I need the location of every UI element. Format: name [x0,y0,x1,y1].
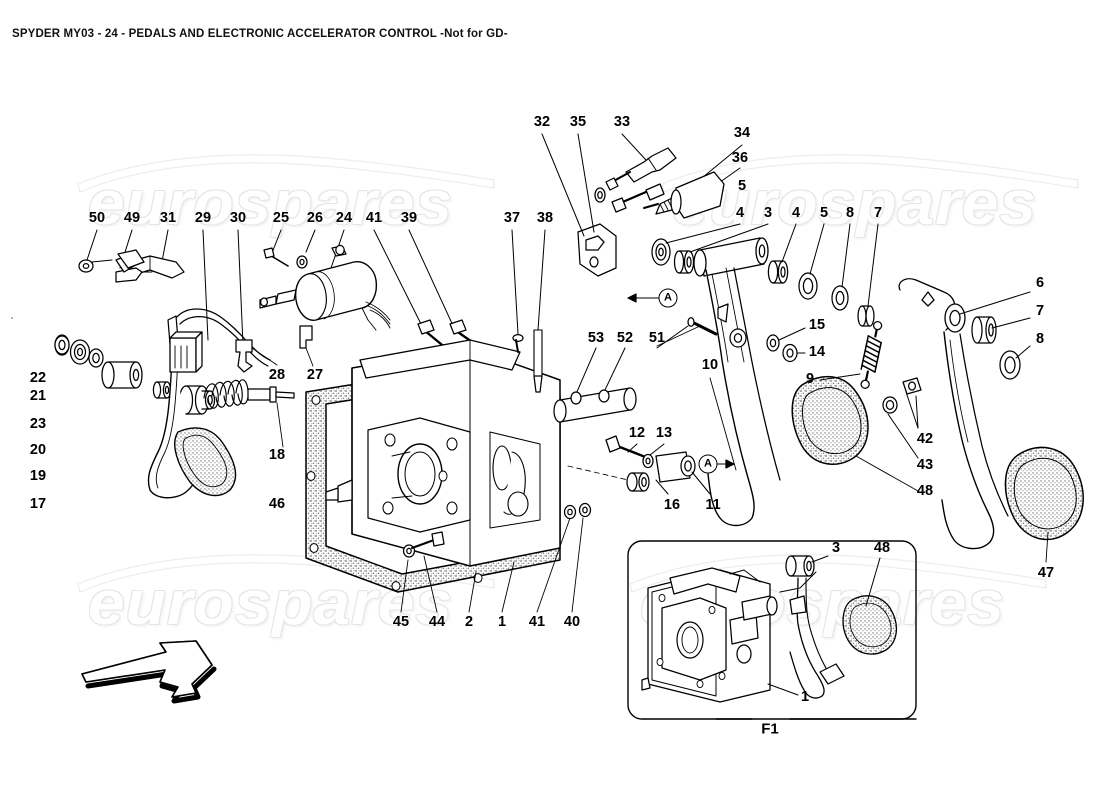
callout-number-37: 37 [503,209,521,226]
callout-number-38: 38 [536,209,554,226]
page-title: SPYDER MY03 - 24 - PEDALS AND ELECTRONIC… [12,28,508,40]
callout-number-12: 12 [628,424,646,441]
callout-number-17: 17 [29,495,47,512]
callout-number-5: 5 [737,177,747,194]
callout-number-27: 27 [306,366,324,383]
callout-number-20: 20 [29,441,47,458]
detail-marker-a: A [658,288,678,308]
callout-number-10: 10 [701,356,719,373]
callout-number-1: 1 [497,613,507,630]
detail-marker-a: A [698,454,718,474]
callout-number-14: 14 [808,343,826,360]
callout-number-21: 21 [29,387,47,404]
callout-number-30: 30 [229,209,247,226]
callout-number-18: 18 [268,446,286,463]
callout-number-22: 22 [29,369,47,386]
callout-number-2: 2 [464,613,474,630]
inset-callout-number-3: 3 [831,539,841,556]
inset-f1-label: F1 [761,720,779,738]
callout-number-41: 41 [528,613,546,630]
callout-number-45: 45 [392,613,410,630]
callout-number-53: 53 [587,329,605,346]
callout-number-50: 50 [88,209,106,226]
callout-number-13: 13 [655,424,673,441]
callout-number-25: 25 [272,209,290,226]
callout-number-39: 39 [400,209,418,226]
callout-number-8: 8 [1035,330,1045,347]
callout-number-7: 7 [873,204,883,221]
callout-number-35: 35 [569,113,587,130]
callout-number-41: 41 [365,209,383,226]
callout-number-26: 26 [306,209,324,226]
callout-number-23: 23 [29,415,47,432]
callout-number-36: 36 [731,149,749,166]
callout-number-34: 34 [733,124,751,141]
callout-number-40: 40 [563,613,581,630]
callout-number-28: 28 [268,366,286,383]
callout-number-9: 9 [805,370,815,387]
callout-number-29: 29 [194,209,212,226]
inset-callout-number-1: 1 [800,688,810,705]
callout-number-49: 49 [123,209,141,226]
callout-number-4: 4 [735,204,745,221]
callout-number-44: 44 [428,613,446,630]
callout-number-3: 3 [763,204,773,221]
callout-number-33: 33 [613,113,631,130]
callout-number-6: 6 [1035,274,1045,291]
callout-number-46: 46 [268,495,286,512]
callout-number-7: 7 [1035,302,1045,319]
callout-number-16: 16 [663,496,681,513]
callout-number-52: 52 [616,329,634,346]
inset-callout-number-48: 48 [873,539,891,556]
callout-number-32: 32 [533,113,551,130]
callout-number-4: 4 [791,204,801,221]
callout-number-15: 15 [808,316,826,333]
callout-number-5: 5 [819,204,829,221]
callout-number-8: 8 [845,204,855,221]
callout-number-48: 48 [916,482,934,499]
callout-number-24: 24 [335,209,353,226]
callout-number-31: 31 [159,209,177,226]
callout-number-19: 19 [29,467,47,484]
callout-number-47: 47 [1037,564,1055,581]
callout-number-43: 43 [916,456,934,473]
callout-number-51: 51 [648,329,666,346]
callout-number-11: 11 [705,496,721,513]
callout-number-42: 42 [916,430,934,447]
